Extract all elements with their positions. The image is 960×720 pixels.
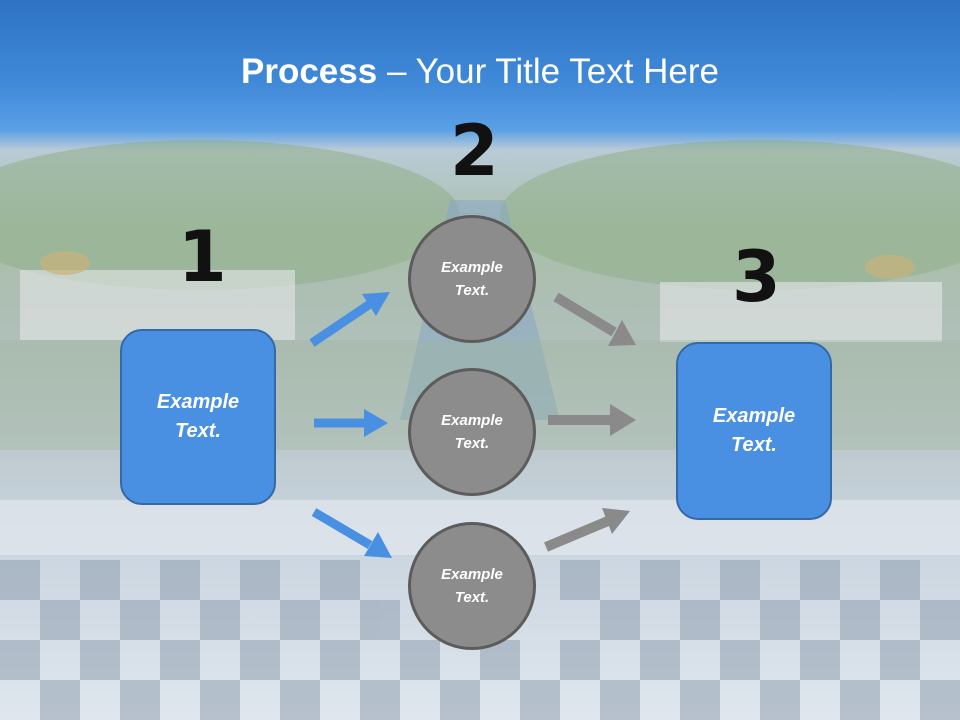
circle-top-line1: Example: [441, 259, 503, 276]
step-1-number: 1: [178, 216, 227, 298]
circle-middle-line1: Example: [441, 412, 503, 429]
gray-arrow-up-right: [544, 508, 630, 552]
step-3-text-line2: Text.: [731, 434, 777, 456]
blue-arrow-down: [311, 508, 392, 558]
title-rest: – Your Title Text Here: [377, 52, 719, 91]
step-1-text-line2: Text.: [175, 420, 221, 442]
circle-middle: Example Text.: [408, 368, 536, 496]
step-1-text-line1: Example: [156, 391, 240, 413]
gray-arrow-down-right: [553, 292, 636, 346]
blue-arrow-right: [314, 409, 388, 437]
step-2-number: 2: [450, 110, 499, 192]
step-3-number: 3: [732, 236, 781, 318]
step-3-box: Example Text.: [676, 342, 832, 520]
step-1-box: Example Text.: [120, 329, 276, 505]
title-bold: Process: [241, 52, 378, 91]
circle-bottom-line1: Example: [441, 566, 503, 583]
circle-bottom: Example Text.: [408, 522, 536, 650]
circle-bottom-line2: Text.: [454, 589, 490, 606]
circle-middle-line2: Text.: [454, 435, 490, 452]
blue-arrow-up: [309, 292, 390, 347]
gray-arrow-right: [548, 404, 636, 436]
circle-top: Example Text.: [408, 215, 536, 343]
circle-top-line2: Text.: [454, 282, 490, 299]
slide-title: Process – Your Title Text Here: [0, 52, 960, 92]
step-3-text-line1: Example: [712, 405, 796, 427]
